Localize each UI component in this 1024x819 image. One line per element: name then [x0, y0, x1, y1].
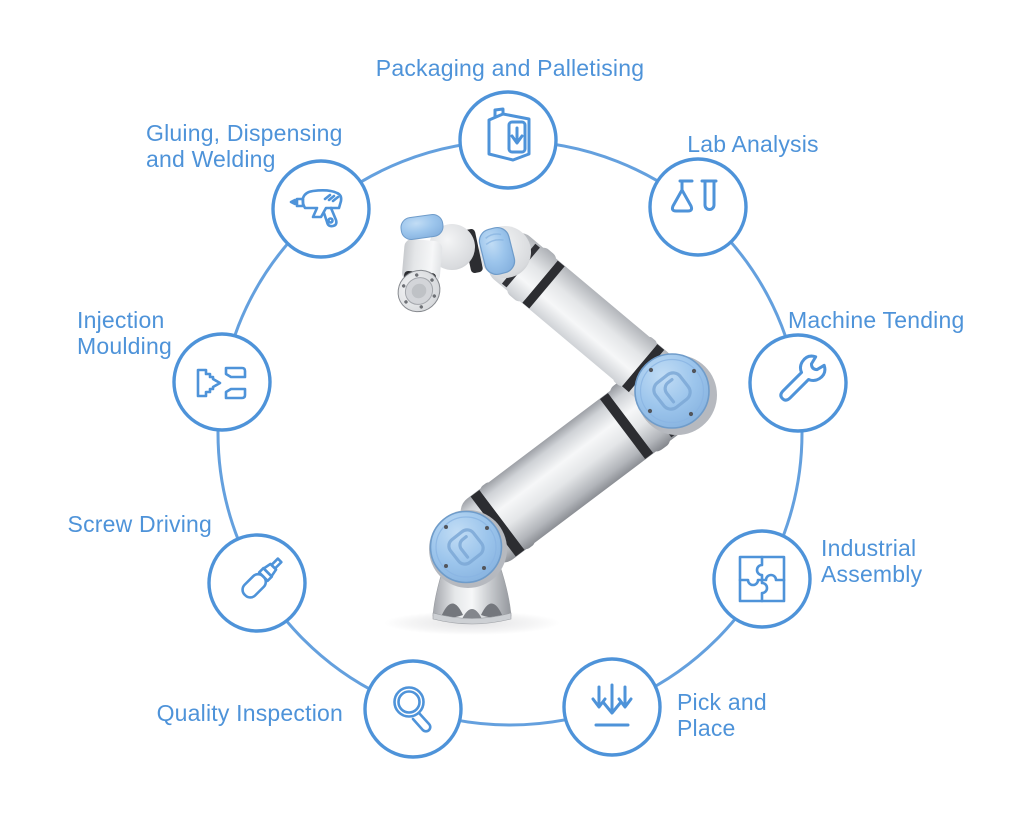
label-packaging: Packaging and Palletising	[375, 55, 645, 81]
label-industrial-assembly: Industrial Assembly	[821, 535, 923, 587]
app-node-packaging	[456, 88, 560, 192]
label-gluing-dispensing-welding: Gluing, Dispensing and Welding	[146, 120, 343, 172]
robot-shoulder-joint	[429, 510, 507, 588]
app-node-lab-analysis	[646, 155, 750, 259]
label-quality-inspection: Quality Inspection	[156, 700, 343, 726]
app-node-screw-driving	[205, 531, 309, 635]
label-injection-moulding: Injection Moulding	[77, 307, 172, 359]
label-lab-analysis: Lab Analysis	[687, 131, 819, 157]
app-node-machine-tending	[746, 331, 850, 435]
app-node-gluing-dispensing-welding	[269, 157, 373, 261]
label-pick-and-place: Pick and Place	[677, 689, 767, 741]
label-screw-driving: Screw Driving	[67, 511, 212, 537]
app-node-industrial-assembly	[710, 527, 814, 631]
app-node-pick-and-place	[560, 655, 664, 759]
robot-wrist	[397, 213, 531, 313]
label-machine-tending: Machine Tending	[788, 307, 965, 333]
app-node-quality-inspection	[361, 657, 465, 761]
